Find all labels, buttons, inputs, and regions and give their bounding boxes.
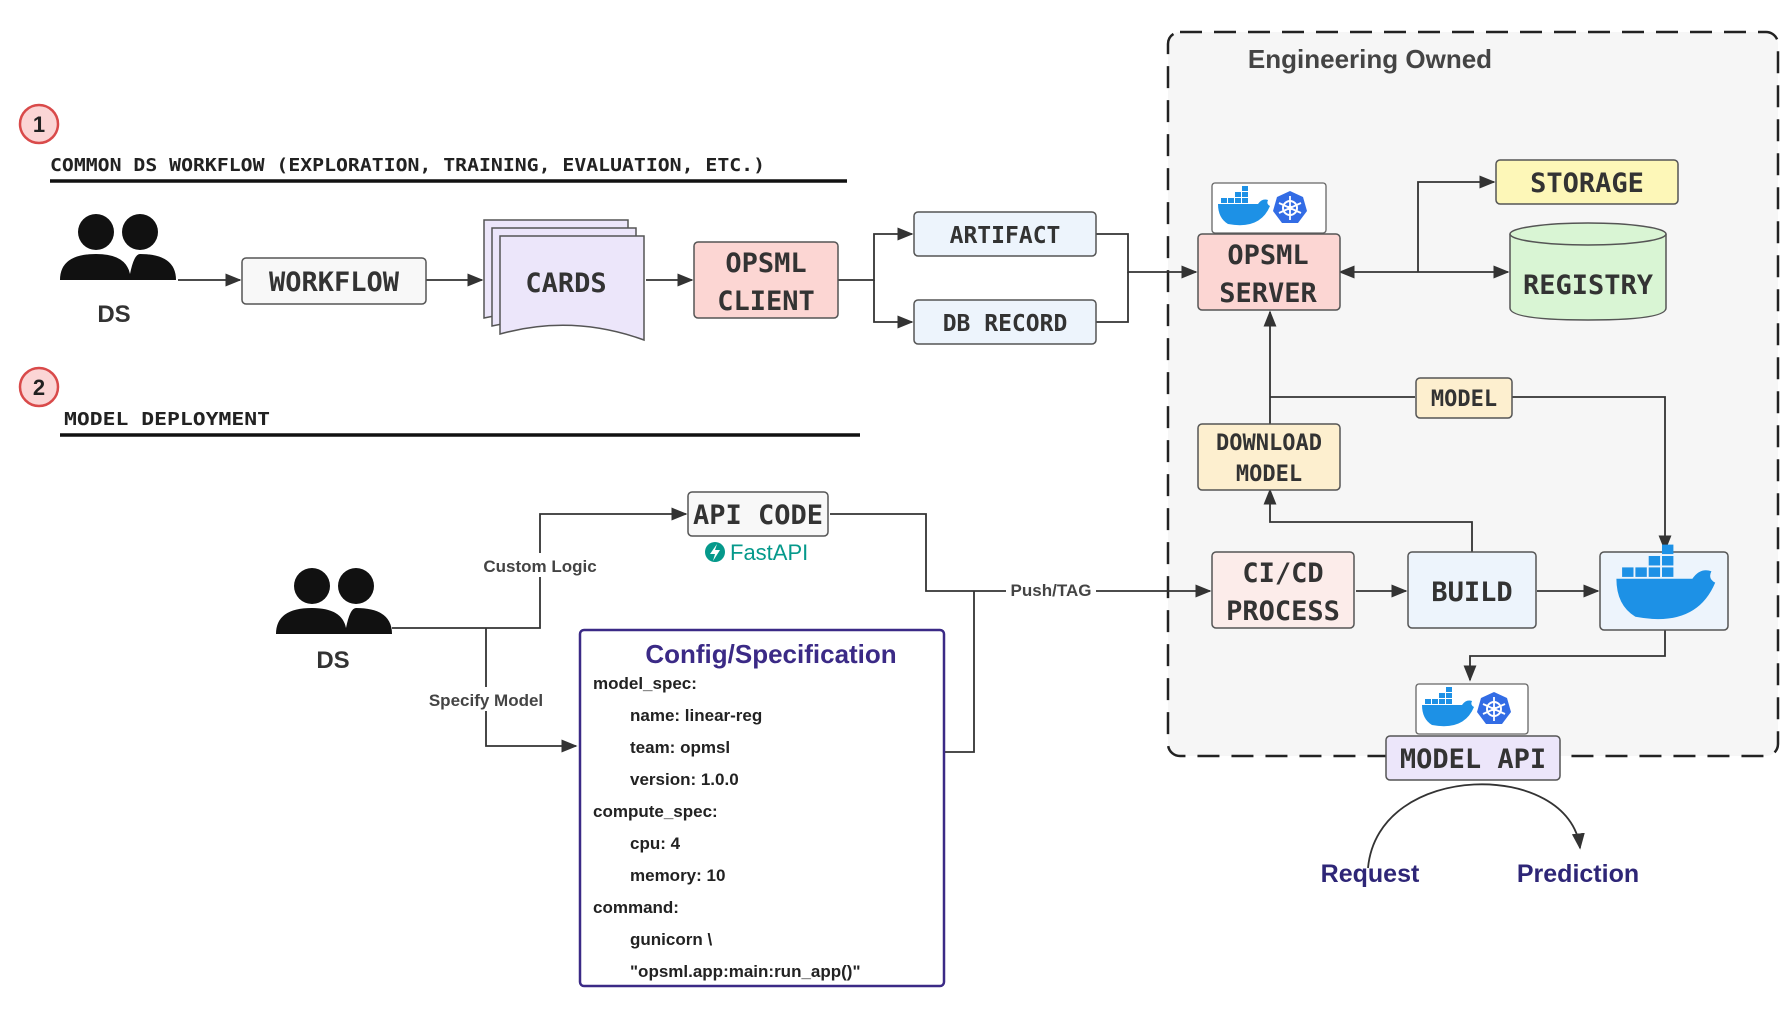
section-2-title: MODEL DEPLOYMENT <box>64 409 270 430</box>
model-label: MODEL <box>1431 387 1497 412</box>
opsml-server-label-line2: SERVER <box>1219 278 1317 309</box>
config-spec-line: "opsml.app:main:run_app()" <box>630 962 861 981</box>
connectors <box>178 175 1672 869</box>
opsml-client-label-line2: CLIENT <box>717 286 815 317</box>
section-1-title: COMMON DS WORKFLOW (EXPLORATION, TRAININ… <box>50 155 765 176</box>
artifact-label: ARTIFACT <box>950 223 1061 249</box>
storage-label: STORAGE <box>1530 168 1644 199</box>
cards-label: CARDS <box>525 268 606 299</box>
engineering-owned-title: Engineering Owned <box>1248 44 1492 74</box>
workflow-node <box>241 257 427 305</box>
step-badge-1 <box>18 103 60 145</box>
download-model-label-line1: DOWNLOAD <box>1216 431 1322 456</box>
model-api-label: MODEL API <box>1400 744 1546 775</box>
config-spec-title: Config/Specification <box>645 639 896 669</box>
config-spec-line: gunicorn \ <box>630 930 712 949</box>
step-badge-2 <box>18 366 60 408</box>
config-spec-line: name: linear-reg <box>630 706 762 725</box>
config-spec-line: team: opmsl <box>630 738 730 757</box>
opsml-client-label-line1: OPSML <box>725 248 806 279</box>
download-model-label-line2: MODEL <box>1236 462 1302 487</box>
fastapi-icon <box>705 542 725 562</box>
registry-label: REGISTRY <box>1523 270 1654 301</box>
opsml-server-label-line1: OPSML <box>1227 240 1308 271</box>
custom-logic-label: Custom Logic <box>483 557 596 576</box>
opsml-client-node <box>693 241 839 319</box>
config-spec-line: model_spec: <box>593 674 697 693</box>
registry-node <box>1509 222 1667 321</box>
workflow-label: WORKFLOW <box>269 267 400 298</box>
push-tag-label: Push/TAG <box>1011 581 1092 600</box>
config-spec-line: cpu: 4 <box>630 834 681 853</box>
db-record-label: DB RECORD <box>943 311 1068 337</box>
artifact-node <box>913 211 1097 257</box>
step-badge-1-number: 1 <box>33 112 45 137</box>
specify-model-label: Specify Model <box>429 691 543 710</box>
prediction-label: Prediction <box>1517 860 1639 888</box>
cards-node <box>483 219 645 342</box>
storage-node <box>1495 159 1679 205</box>
opsml-server-node <box>1197 233 1341 311</box>
request-label: Request <box>1321 860 1420 888</box>
cicd-label-line1: CI/CD <box>1242 558 1323 589</box>
ds-label-bottom: DS <box>316 647 349 674</box>
config-spec-line: compute_spec: <box>593 802 718 821</box>
download-model-node <box>1197 423 1341 491</box>
ds-label-top: DS <box>97 301 130 328</box>
cicd-process-node <box>1211 551 1355 629</box>
build-label: BUILD <box>1431 577 1512 608</box>
build-node <box>1407 551 1537 629</box>
model-node <box>1415 377 1513 419</box>
config-spec-line: command: <box>593 898 679 917</box>
cicd-label-line2: PROCESS <box>1226 596 1340 627</box>
section-2-header: 2 MODEL DEPLOYMENT <box>18 366 860 437</box>
config-spec-lines: model_spec: name: linear-reg team: opmsl ve… <box>593 674 861 981</box>
specify-model-label-bg <box>424 687 548 711</box>
api-code-node <box>687 491 829 537</box>
config-spec-line: version: 1.0.0 <box>630 770 739 789</box>
step-badge-2-number: 2 <box>33 375 45 400</box>
person-pair-icon <box>60 214 176 280</box>
config-spec-box <box>578 628 946 988</box>
model-api-node <box>1385 735 1561 781</box>
custom-logic-label-bg <box>478 553 602 577</box>
person-pair-icon <box>276 568 392 634</box>
db-record-node <box>913 299 1097 345</box>
section-1-header: 1 COMMON DS WORKFLOW (EXPLORATION, TRAIN… <box>18 103 847 183</box>
fastapi-label: FastAPI <box>730 540 808 565</box>
push-tag-label-bg <box>1006 578 1096 600</box>
config-spec-line: memory: 10 <box>630 866 725 885</box>
api-code-label: API CODE <box>693 500 823 531</box>
